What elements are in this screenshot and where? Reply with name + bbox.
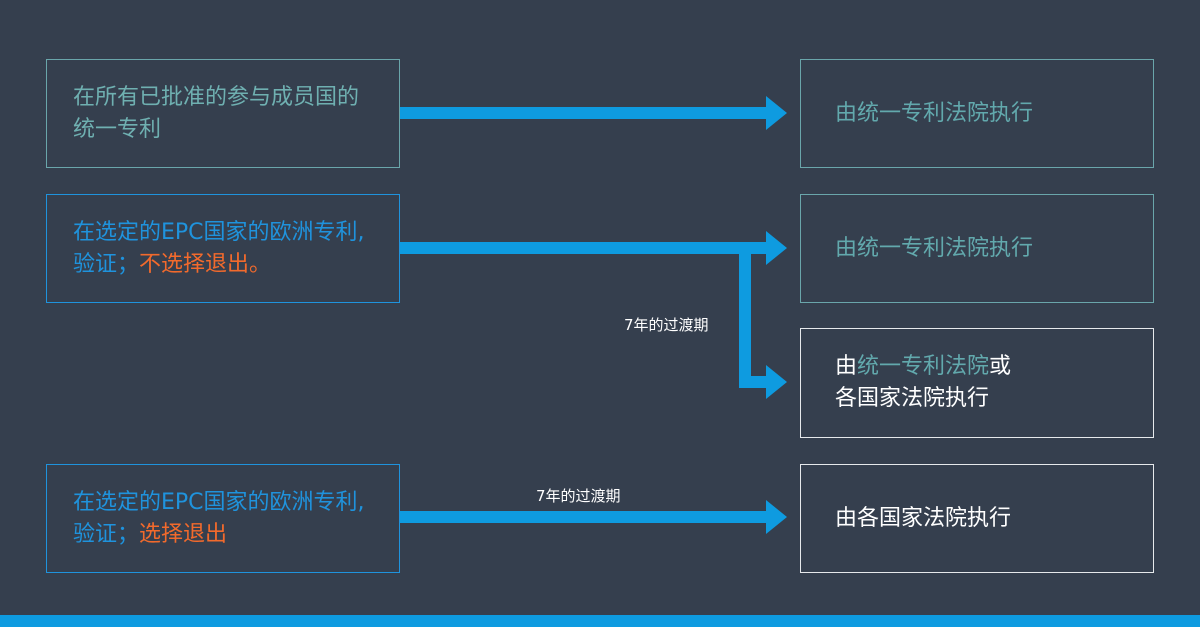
row2-right-bottom-line1-c: 或 [989,354,1012,379]
row1-right-text: 由统一专利法院执行 [835,100,1034,126]
arrow-row1 [400,96,787,130]
row2-right-top-box: 由统一专利法院执行 [800,194,1154,303]
bottom-accent-bar [0,615,1200,627]
row2-left-line2: 验证；不选择退出。 [73,249,365,281]
row3-left-line2-b: 选择退出 [139,521,228,547]
row3-right-box: 由各国家法院执行 [800,464,1154,573]
row3-right-text: 由各国家法院执行 [835,505,1012,531]
row3-period-label: 7年的过渡期 [536,487,621,505]
row2-right-bottom-line1-b: 统一专利法院 [857,354,990,379]
row2-right-bottom-line2: 各国家法院执行 [835,386,990,411]
row2-right-bottom-box: 由统一专利法院或 各国家法院执行 [800,328,1154,438]
row3-left-line2-a: 验证； [73,521,140,547]
row1-left-line1: 在所有已批准的参与成员国的 [73,84,360,110]
arrow-row2-branch [739,242,787,399]
row1-left-line2: 统一专利 [73,116,162,142]
row3-left-line2: 验证；选择退出 [73,519,365,551]
arrow-row3 [400,500,787,534]
row2-left-line1: 在选定的EPC国家的欧洲专利, [73,219,365,245]
row1-right-box: 由统一专利法院执行 [800,59,1154,168]
row2-left-line2-a: 验证； [73,251,140,277]
row3-left-line1: 在选定的EPC国家的欧洲专利, [73,489,365,515]
row2-right-top-text: 由统一专利法院执行 [835,235,1034,261]
row3-left-box: 在选定的EPC国家的欧洲专利, 验证；选择退出 [46,464,400,573]
row2-period-label: 7年的过渡期 [624,316,709,334]
row2-left-line2-b: 不选择退出。 [139,251,272,277]
row1-left-box: 在所有已批准的参与成员国的 统一专利 [46,59,400,168]
row2-right-bottom-line1: 由统一专利法院或 [835,351,1011,383]
arrow-row2-top [400,231,787,265]
row2-right-bottom-line1-a: 由 [835,354,858,379]
row2-left-box: 在选定的EPC国家的欧洲专利, 验证；不选择退出。 [46,194,400,303]
